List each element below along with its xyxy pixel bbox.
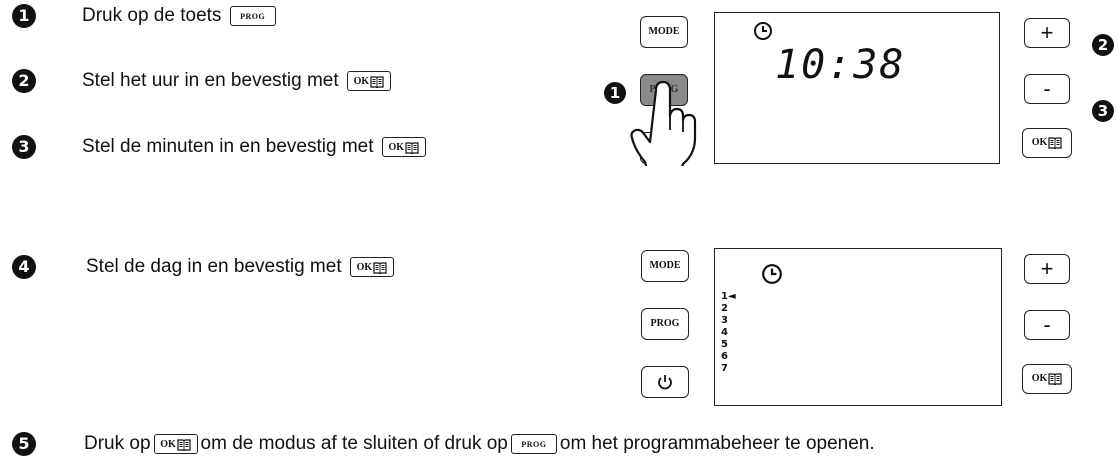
mode-button[interactable]: MODE [640, 16, 688, 48]
step-3-text: Stel de minuten in en bevestig met [82, 136, 374, 157]
prog-key-icon: PROG [510, 433, 557, 454]
callout-2: 2 [1092, 34, 1114, 56]
book-icon [373, 262, 387, 274]
plus-button[interactable]: + [1024, 18, 1070, 48]
step-2-text: Stel het uur in en bevestig met [82, 70, 339, 91]
step-number-5: 5 [12, 432, 36, 456]
power-button[interactable] [641, 366, 689, 398]
ok-key-icon: OK [349, 256, 394, 277]
day-item: 2 [721, 303, 728, 314]
book-icon [177, 439, 191, 451]
minus-button[interactable]: - [1024, 310, 1070, 340]
day-list: 1◄ 2 3 4 5 6 7 [721, 291, 736, 375]
day-item: 3 [721, 315, 728, 326]
day-item: 6 [721, 351, 728, 362]
step-number-4: 4 [12, 255, 36, 279]
day-item: 1◄ [721, 291, 736, 302]
book-icon [1048, 137, 1062, 149]
step-1-text: Druk op de toets [82, 5, 222, 26]
step-4-text: Stel de dag in en bevestig met [86, 256, 342, 277]
power-icon [658, 375, 672, 390]
ok-button[interactable]: OK [1022, 364, 1072, 394]
step-4-instruction: Stel de dag in en bevestig met OK [86, 254, 397, 280]
ok-key-icon: OK [381, 136, 426, 157]
step-number-3: 3 [12, 135, 36, 159]
clock-icon [762, 264, 782, 284]
minus-button[interactable]: - [1024, 74, 1070, 104]
day-item: 4 [721, 327, 728, 338]
book-icon [1048, 373, 1062, 385]
step-5-text-c: om het programmabeheer te openen. [559, 433, 875, 454]
step-number-1: 1 [12, 4, 36, 28]
hand-pointer-icon [630, 80, 697, 166]
callout-3: 3 [1092, 100, 1114, 122]
day-item: 7 [721, 363, 728, 374]
step-1-instruction: Druk op de toets PROG [82, 3, 279, 29]
display-screen-days: 1◄ 2 3 4 5 6 7 [714, 248, 1002, 406]
prog-button[interactable]: PROG [641, 308, 689, 340]
book-icon [405, 142, 419, 154]
step-5-text-a: Druk op [84, 433, 151, 454]
ok-key-icon: OK [153, 433, 198, 454]
day-item: 5 [721, 339, 728, 350]
mode-button[interactable]: MODE [641, 250, 689, 282]
step-2-instruction: Stel het uur in en bevestig met OK [82, 68, 394, 94]
prog-key-icon: PROG [229, 5, 276, 26]
step-number-2: 2 [12, 69, 36, 93]
display-screen-time: 10:38 [714, 12, 1000, 164]
step-3-instruction: Stel de minuten in en bevestig met OK [82, 134, 429, 160]
ok-key-icon: OK [346, 70, 391, 91]
plus-button[interactable]: + [1024, 254, 1070, 284]
book-icon [370, 76, 384, 88]
time-readout: 10:38 [775, 42, 906, 88]
step-5-text-b: om de modus af te sluiten of druk op [200, 433, 508, 454]
ok-button[interactable]: OK [1022, 128, 1072, 158]
clock-icon [754, 22, 772, 40]
callout-1: 1 [604, 82, 626, 104]
